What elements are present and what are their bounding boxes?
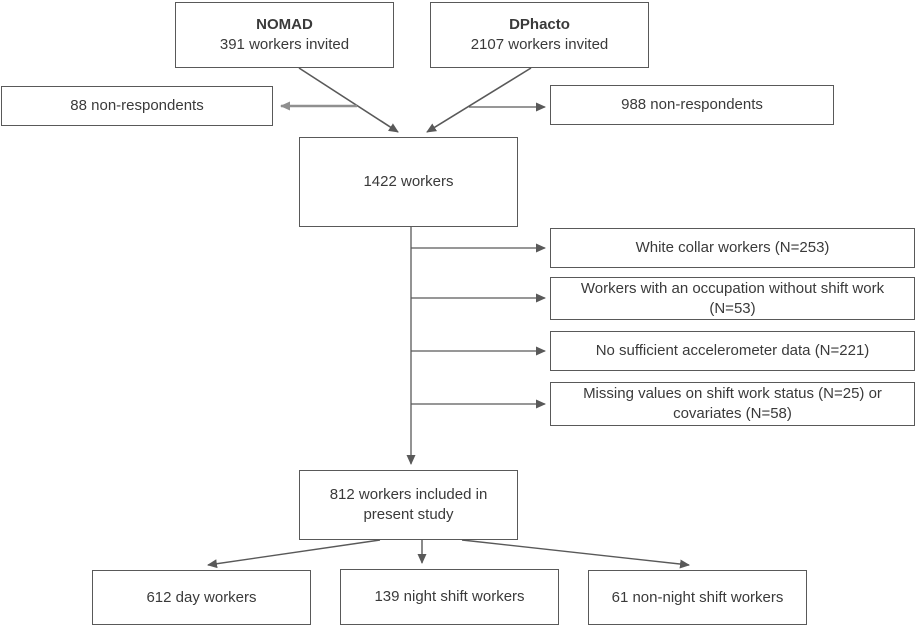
node-exclusion-missing-values: Missing values on shift work status (N=2… <box>550 382 915 426</box>
pooled-workers-label: 1422 workers <box>363 173 454 191</box>
node-pooled-workers: 1422 workers <box>299 137 518 227</box>
node-nomad: NOMAD 391 workers invited <box>175 2 394 68</box>
node-day-workers: 612 day workers <box>92 570 311 625</box>
arrow-dphacto-to-pooled <box>426 67 532 133</box>
node-exclusion-insufficient-accelerometer: No sufficient accelerometer data (N=221) <box>550 331 915 371</box>
arrow-included-to-nonnight <box>461 539 690 569</box>
exclusion-no-shift-work-occupation-label: Workers with an occupation without shift… <box>580 279 885 317</box>
exclusion-missing-values-label: Missing values on shift work status (N=2… <box>583 385 882 422</box>
nomad-title: NOMAD <box>256 16 313 34</box>
node-exclusion-white-collar: White collar workers (N=253) <box>550 228 915 268</box>
day-workers-label: 612 day workers <box>146 588 257 606</box>
node-dphacto: DPhacto 2107 workers invited <box>430 2 649 68</box>
night-shift-workers-label: 139 night shift workers <box>374 588 525 606</box>
node-night-shift-workers: 139 night shift workers <box>340 569 559 625</box>
non-night-shift-workers-label: 61 non-night shift workers <box>611 588 784 606</box>
exclusion-insufficient-accelerometer-label: No sufficient accelerometer data (N=221) <box>595 342 870 360</box>
node-exclusion-no-shift-work-occupation: Workers with an occupation without shift… <box>550 277 915 320</box>
arrow-nomad-to-pooled <box>298 67 399 133</box>
nomad-subtitle: 391 workers invited <box>219 36 350 53</box>
nomad-nonrespondents-label: 88 non-respondents <box>70 97 204 115</box>
dphacto-subtitle: 2107 workers invited <box>470 36 609 53</box>
exclusion-white-collar-label: White collar workers (N=253) <box>635 239 830 257</box>
arrow-included-to-day <box>207 539 381 569</box>
node-nomad-nonrespondents: 88 non-respondents <box>1 86 273 126</box>
node-included-workers: 812 workers included in present study <box>299 470 518 540</box>
included-workers-label: 812 workers included in present study <box>329 486 488 523</box>
dphacto-title: DPhacto <box>509 16 570 34</box>
dphacto-nonrespondents-label: 988 non-respondents <box>621 96 763 114</box>
node-non-night-shift-workers: 61 non-night shift workers <box>588 570 807 625</box>
node-dphacto-nonrespondents: 988 non-respondents <box>550 85 834 125</box>
